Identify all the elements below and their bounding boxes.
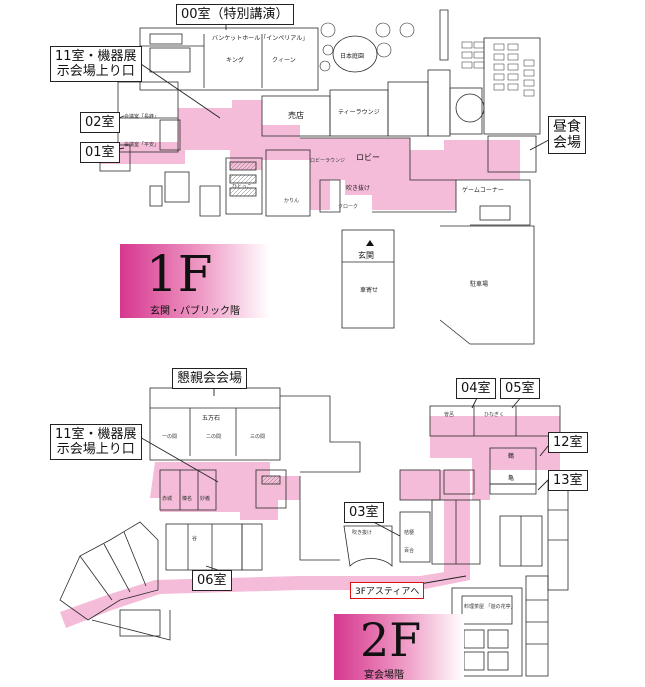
label-car-porch: 車寄せ [360,286,378,294]
callout-lunch[interactable]: 昼食 会場 [548,116,586,154]
label-atrium-1f: 吹き抜け [346,184,370,192]
label-hotaru: ひとっこ [232,184,252,190]
callout-room11-1f[interactable]: 11室・機器展 示会場上り口 [50,46,142,82]
label-atrium-2f: 吹き抜け [352,529,372,536]
atrium-2f [343,525,393,567]
floor1-subtitle: 玄関・パブリック階 [150,306,240,317]
label-gomangoku: 五万石 [202,415,220,422]
floor2-badge [334,614,464,680]
label-sakaki: 赤城 [162,495,172,502]
parking-area [439,225,535,345]
callout-room04[interactable]: 04室 [456,378,496,399]
callout-room00[interactable]: 00室（特別講演） [176,4,294,25]
floor2-number: 2F [360,613,422,667]
label-game-corner: ゲームコーナー [462,186,504,194]
reception-hall [149,387,281,461]
callout-room11-2f[interactable]: 11室・機器展 示会場上り口 [50,424,142,460]
floor1-labels: バンケットホール「インペリアル」 キング クィーン 日本庭園 売店 ティーラウン… [124,35,504,294]
label-shop: 売店 [288,110,304,120]
floor2-labels: 五万石 一の間 二の間 三の間 曽呂 ひなぎく 鶴 亀 赤城 榛名 妙義 谷 吹… [162,411,516,610]
label-lobby-lounge: ロビーラウンジ [310,157,345,164]
callout-room06[interactable]: 06室 [192,570,232,591]
floor1-plan [99,9,541,345]
callout-room02[interactable]: 02室 [80,112,120,133]
label-queen: クィーン [272,57,296,64]
label-tani: 谷 [192,535,197,542]
floor1-badge [120,244,270,318]
callout-astia[interactable]: 3Fアスティアへ [350,582,425,599]
label-lobby: ロビー [356,153,380,162]
label-kame: 亀 [508,474,514,482]
label-kyoka: 桔梗 [404,529,414,536]
label-soka: 曽呂 [444,411,454,418]
label-tea-lounge: ティーラウンジ [338,108,380,116]
callout-reception[interactable]: 懇親会会場 [172,368,248,389]
label-hinagiku: ひなぎく [484,411,504,418]
japanese-garden [332,35,378,73]
callout-room12[interactable]: 12室 [548,432,588,453]
floor2-subtitle: 宴会場階 [364,670,404,681]
label-ni-no-ma: 二の間 [206,434,221,440]
callout-room05[interactable]: 05室 [500,378,540,399]
label-ryotei: 料理茶屋 「遊の花亭」 [464,603,516,610]
label-tsuru: 鶴 [508,452,514,460]
label-ichi-no-ma: 一の間 [162,434,177,440]
label-banquet: バンケットホール「インペリアル」 [212,35,308,42]
label-conf-heian: 会議室「平安」 [124,141,159,148]
callout-room01[interactable]: 01室 [80,142,120,163]
callout-room13[interactable]: 13室 [548,470,588,491]
label-king: キング [226,56,244,64]
label-conf-nagamine: 会議室「長峰」 [124,113,159,120]
label-parking: 駐車場 [470,280,488,288]
label-san-no-ma: 三の間 [250,434,265,440]
label-myogi: 妙義 [200,495,210,502]
callout-room03[interactable]: 03室 [344,502,384,523]
label-cloak: クローク [338,204,358,210]
label-haruna: 榛名 [182,495,192,502]
label-garden: 日本庭園 [340,52,364,60]
label-entrance: 玄関 [358,250,374,260]
label-yuri: 百合 [404,547,414,554]
label-karin: かりん [284,197,299,204]
floor1-number: 1F [146,245,213,303]
